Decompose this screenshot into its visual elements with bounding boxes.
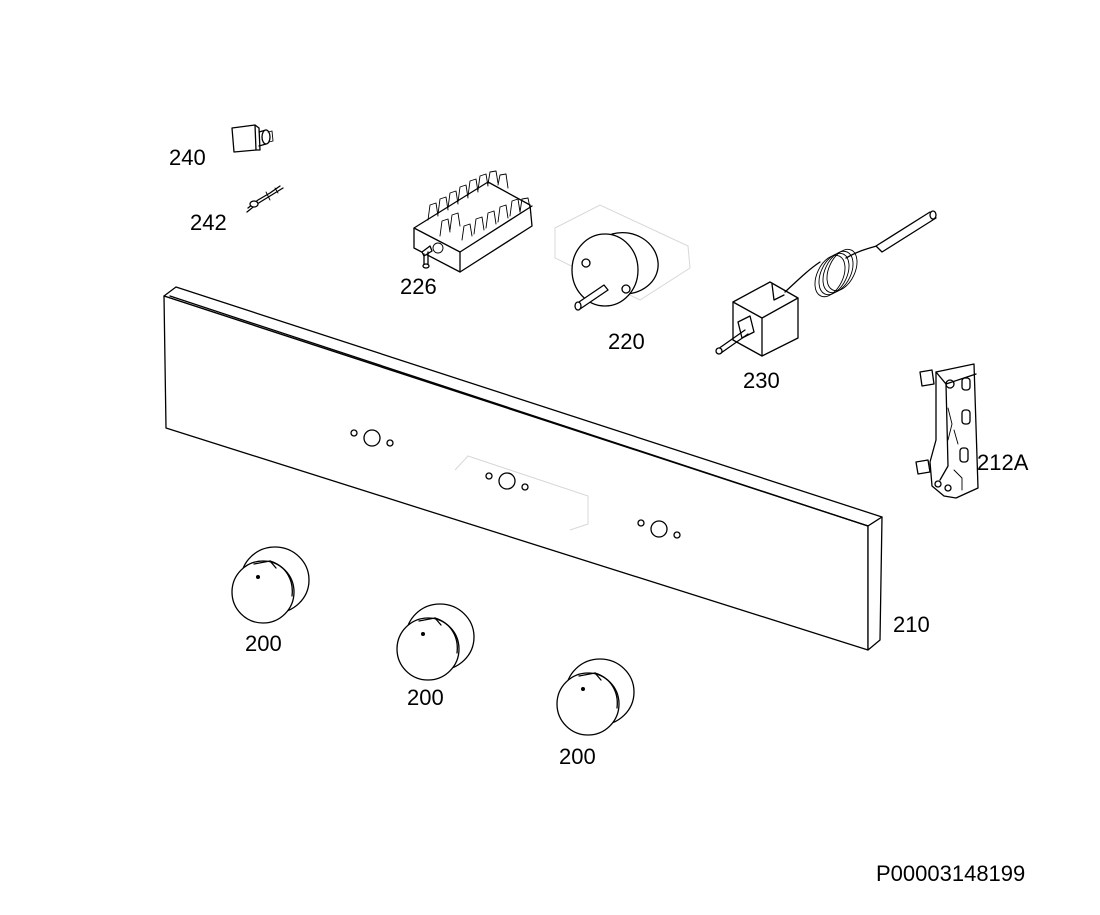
part-210-control-panel (163, 286, 883, 651)
part-200-knob-1 (231, 546, 310, 624)
part-230-thermostat (715, 210, 937, 357)
label-230: 230 (743, 368, 780, 393)
label-220: 220 (608, 329, 645, 354)
document-code: P00003148199 (876, 861, 1025, 886)
label-200-1: 200 (245, 631, 282, 656)
part-200-knob-3 (556, 658, 635, 736)
part-220-control-body (554, 204, 691, 311)
label-226: 226 (400, 274, 437, 299)
part-212a-bracket (915, 363, 979, 499)
part-200-knob-2 (396, 603, 475, 681)
part-242-connector-lead (246, 185, 284, 213)
label-200-2: 200 (407, 685, 444, 710)
label-200-3: 200 (559, 744, 596, 769)
label-210: 210 (893, 612, 930, 637)
part-240-indicator-lamp (231, 124, 274, 153)
part-226-selector-switch (413, 170, 533, 273)
label-212a: 212A (977, 450, 1029, 475)
label-242: 242 (190, 210, 227, 235)
label-240: 240 (169, 145, 206, 170)
